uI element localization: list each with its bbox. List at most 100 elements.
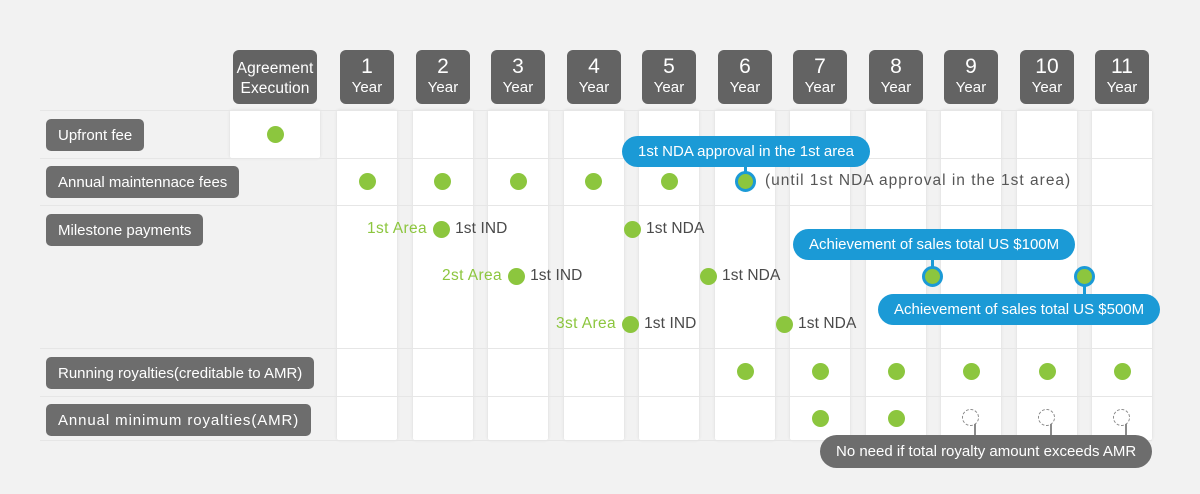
marker-maintenance-y3: [510, 173, 527, 190]
milestone-area1-nda: 1st NDA: [624, 220, 704, 238]
marker-maintenance-y6-ringed: [735, 171, 756, 192]
callout-stem-amr-y11: [1125, 424, 1127, 440]
column-header-y9-unit: Year: [955, 78, 987, 96]
column-header-y11: 11 Year: [1095, 50, 1149, 104]
column-header-y10-unit: Year: [1031, 78, 1063, 96]
row-divider-milestone: [40, 348, 1152, 349]
column-strip-y2: [413, 110, 473, 440]
callout-amr-note-text: No need if total royalty amount exceeds …: [836, 443, 1137, 460]
marker-running-y6: [737, 363, 754, 380]
column-header-y8-num: 8: [890, 55, 902, 78]
column-header-y9: 9 Year: [944, 50, 998, 104]
column-header-y3-unit: Year: [502, 78, 534, 96]
marker-running-y7: [812, 363, 829, 380]
callout-sales-500m-text: Achievement of sales total US $500M: [894, 301, 1145, 318]
milestone-area2-ind-dot: [508, 267, 526, 285]
row-divider-top: [40, 110, 1152, 111]
column-strip-y1: [337, 110, 397, 440]
column-header-y3-num: 3: [512, 55, 524, 78]
column-strip-y8: [866, 110, 926, 440]
milestone-area3-ind-label: 1st IND: [644, 315, 697, 332]
row-label-annual-maintenance-fees: Annual maintennace fees: [46, 166, 240, 198]
callout-stem-amr-y9: [974, 424, 976, 440]
column-header-y4: 4 Year: [567, 50, 621, 104]
marker-maintenance-y5: [661, 173, 678, 190]
column-header-y5-unit: Year: [653, 78, 685, 96]
column-header-y11-unit: Year: [1106, 78, 1138, 96]
row-divider-upfront: [40, 158, 1152, 159]
column-strip-y4: [564, 110, 624, 440]
milestone-area3-nda-label: 1st NDA: [798, 315, 857, 332]
milestone-area1-nda-label: 1st NDA: [646, 220, 705, 237]
callout-nda-approval-text: 1st NDA approval in the 1st area: [638, 143, 854, 160]
marker-amr-y10-optional: [1038, 409, 1055, 426]
column-header-y10: 10 Year: [1020, 50, 1074, 104]
column-header-y4-num: 4: [588, 55, 600, 78]
column-header-y4-unit: Year: [578, 78, 610, 96]
column-header-y5-num: 5: [663, 55, 675, 78]
marker-amr-y9-optional: [962, 409, 979, 426]
callout-sales-100m-text: Achievement of sales total US $100M: [809, 236, 1060, 253]
milestone-area2-ind: 2st Area 1st IND: [442, 267, 582, 285]
column-header-y6: 6 Year: [718, 50, 772, 104]
milestone-area1-label: 1st Area: [367, 220, 428, 237]
callout-stem-sales-500m: [1083, 284, 1086, 302]
column-header-y7-unit: Year: [804, 78, 836, 96]
column-strip-y9: [941, 110, 1001, 440]
milestone-area3-nda: 1st NDA: [776, 315, 856, 333]
marker-maintenance-y4: [585, 173, 602, 190]
column-header-exec-line2: Execution: [240, 80, 310, 98]
column-header-y9-num: 9: [965, 55, 977, 78]
marker-milestone-sales-100m: [922, 266, 943, 287]
column-header-y6-num: 6: [739, 55, 751, 78]
callout-stem-amr-y10: [1050, 424, 1052, 440]
column-header-y2-num: 2: [437, 55, 449, 78]
milestone-area2-label: 2st Area: [442, 267, 503, 284]
row-label-upfront-fee: Upfront fee: [46, 119, 145, 151]
column-strip-y11: [1092, 110, 1152, 440]
row-label-milestone-payments-text: Milestone payments: [58, 221, 192, 239]
row-label-running-royalties-text: Running royalties(creditable to AMR): [58, 364, 303, 382]
column-header-y11-num: 11: [1111, 55, 1133, 78]
row-label-upfront-fee-text: Upfront fee: [58, 126, 133, 144]
milestone-area3-label: 3st Area: [556, 315, 617, 332]
milestone-area2-nda-label: 1st NDA: [722, 267, 781, 284]
column-header-y1: 1 Year: [340, 50, 394, 104]
column-header-y1-num: 1: [361, 55, 373, 78]
marker-amr-y8: [888, 410, 905, 427]
maintenance-until-note-text: (until 1st NDA approval in the 1st area): [765, 172, 1072, 189]
milestone-area2-nda: 1st NDA: [700, 267, 780, 285]
milestone-area2-nda-dot: [700, 267, 717, 285]
column-header-y10-num: 10: [1035, 55, 1059, 78]
row-divider-running: [40, 396, 1152, 397]
marker-running-y8: [888, 363, 905, 380]
milestone-area1-ind: 1st Area 1st IND: [367, 220, 507, 238]
row-divider-bottom: [40, 440, 1152, 441]
column-header-y2: 2 Year: [416, 50, 470, 104]
column-header-y8: 8 Year: [869, 50, 923, 104]
column-header-y3: 3 Year: [491, 50, 545, 104]
marker-milestone-sales-500m: [1074, 266, 1095, 287]
column-header-y1-unit: Year: [351, 78, 383, 96]
marker-maintenance-y2: [434, 173, 451, 190]
row-label-annual-minimum-royalties-text: Annual minimum royalties(AMR): [58, 411, 300, 429]
row-label-running-royalties: Running royalties(creditable to AMR): [46, 357, 315, 389]
column-header-exec-line1: Agreement: [236, 60, 314, 77]
milestone-area1-ind-label: 1st IND: [455, 220, 508, 237]
column-header-exec: Agreement Execution: [233, 50, 317, 104]
marker-running-y11: [1114, 363, 1131, 380]
row-label-milestone-payments: Milestone payments: [46, 214, 204, 246]
column-header-y7-num: 7: [814, 55, 826, 78]
callout-nda-approval: 1st NDA approval in the 1st area: [622, 136, 870, 167]
milestone-area2-ind-label: 1st IND: [530, 267, 583, 284]
row-divider-maintenance: [40, 205, 1152, 206]
marker-running-y10: [1039, 363, 1056, 380]
marker-amr-y7: [812, 410, 829, 427]
marker-amr-y11-optional: [1113, 409, 1130, 426]
callout-amr-note: No need if total royalty amount exceeds …: [820, 435, 1153, 468]
callout-sales-100m: Achievement of sales total US $100M: [793, 229, 1076, 260]
column-header-y8-unit: Year: [880, 78, 912, 96]
milestone-area3-ind-dot: [622, 315, 640, 333]
callout-sales-500m: Achievement of sales total US $500M: [878, 294, 1161, 325]
